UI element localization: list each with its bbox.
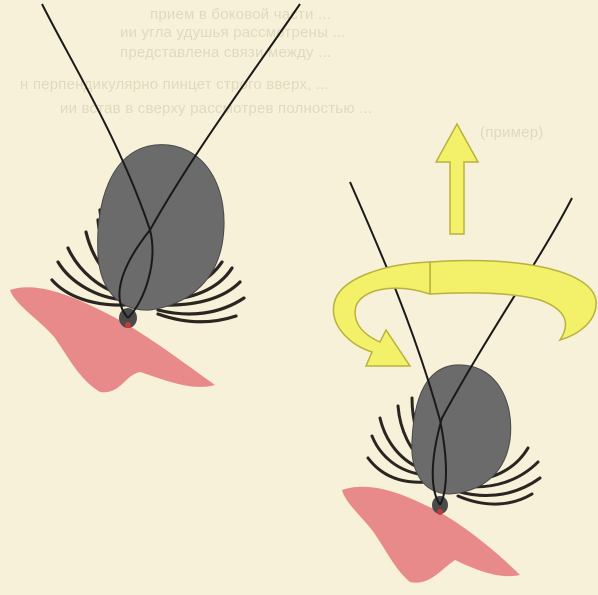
- up-arrow-icon: [436, 124, 478, 234]
- right-skin-wound-icon: [342, 487, 520, 583]
- right-tick-figure: [342, 182, 572, 583]
- left-tick-body-icon: [98, 145, 224, 310]
- rotation-arrow-icon: [333, 261, 596, 366]
- left-tick-figure: [10, 4, 300, 392]
